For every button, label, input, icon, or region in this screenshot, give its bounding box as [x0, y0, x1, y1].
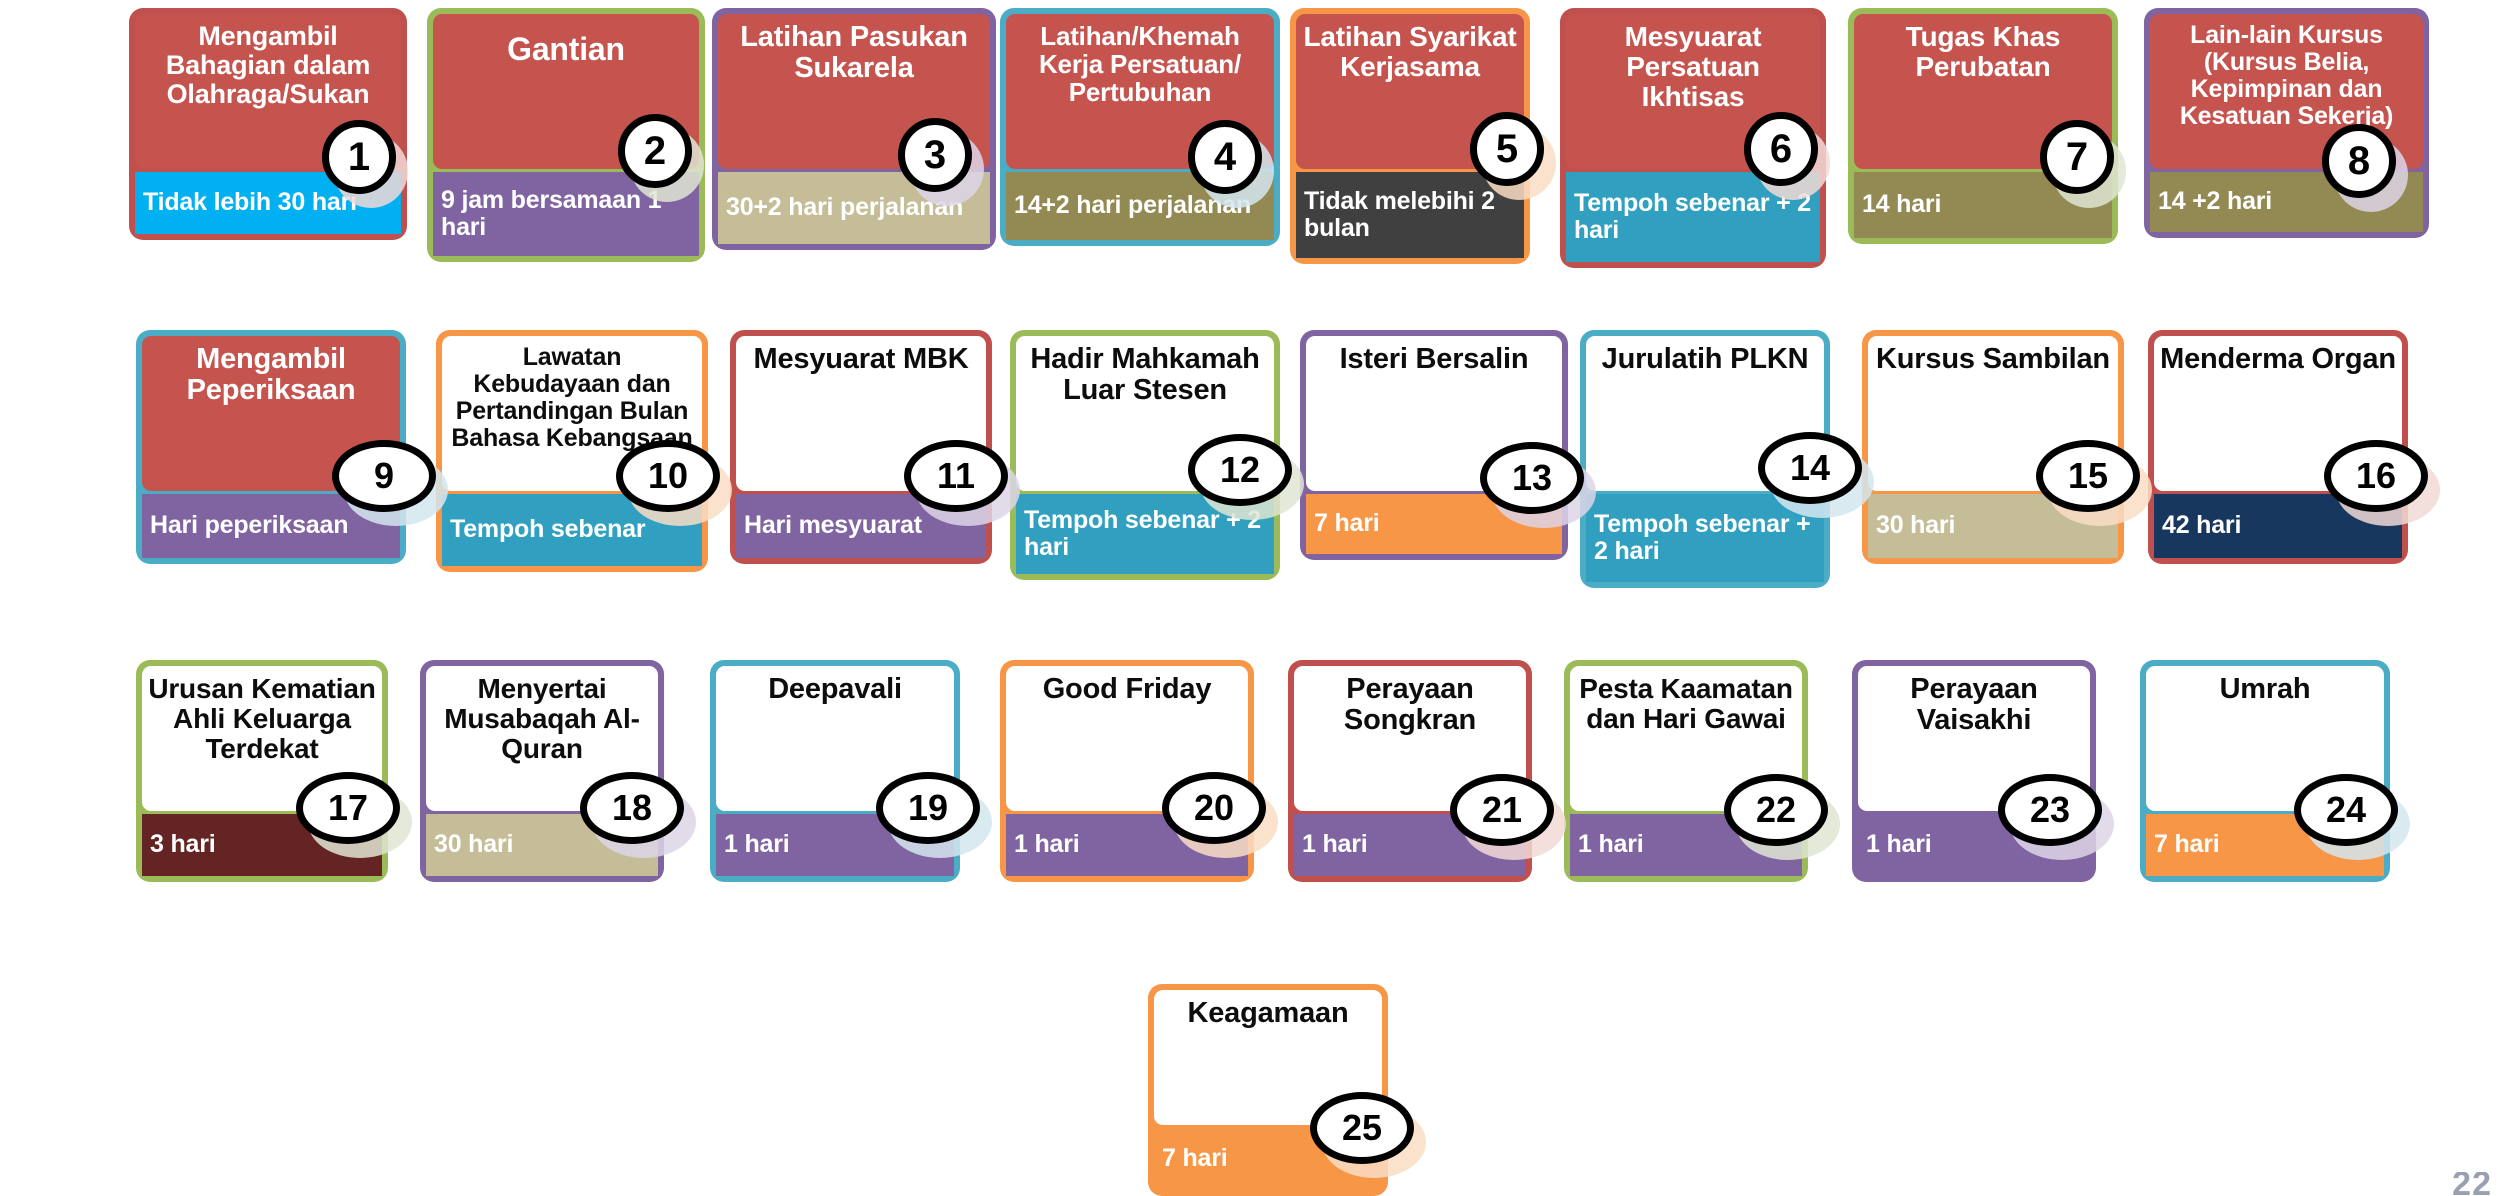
card-number-badge: 20	[1162, 772, 1266, 844]
card-duration-text: 1 hari	[1302, 830, 1368, 859]
card-body: Menyertai Musabaqah Al-Quran	[426, 666, 658, 811]
card-duration-text: 14 hari	[1862, 190, 1942, 219]
card-number-badge: 18	[580, 772, 684, 844]
card-number-badge: 4	[1188, 120, 1262, 194]
page-number: 22	[2452, 1172, 2492, 1196]
card-body: Keagamaan	[1154, 990, 1382, 1125]
card-title: Mesyuarat MBK	[753, 343, 969, 375]
card-duration-text: 14 +2 hari	[2158, 187, 2273, 216]
card-duration-text: Tempoh sebenar	[450, 515, 646, 544]
card-duration-text: 30 hari	[434, 830, 514, 859]
card-title: Menyertai Musabaqah Al-Quran	[444, 673, 640, 765]
card-number-badge: 12	[1188, 434, 1292, 506]
card-number-badge: 11	[904, 440, 1008, 512]
card-number-badge: 25	[1310, 1092, 1414, 1164]
card-title: Good Friday	[1042, 673, 1212, 705]
card-number-badge: 13	[1480, 442, 1584, 514]
card-number-badge: 7	[2040, 120, 2114, 194]
card-duration-bar: Tempoh sebenar + 2 hari	[1016, 494, 1274, 574]
leave-type-card[interactable]: Lain-lain Kursus (Kursus Belia, Kepimpin…	[2144, 8, 2429, 238]
card-body: Deepavali	[716, 666, 954, 811]
card-number-badge: 2	[618, 114, 692, 188]
card-body: Latihan Pasukan Sukarela	[718, 14, 990, 169]
card-number-badge: 16	[2324, 440, 2428, 512]
card-title: Hadir Mahkamah Luar Stesen	[1030, 343, 1260, 407]
card-number-badge: 9	[332, 440, 436, 512]
card-title: Mengambil Bahagian dalam Olahraga/Sukan	[165, 21, 371, 110]
card-duration-text: 9 jam bersamaan 1 hari	[441, 185, 662, 241]
card-title: Latihan/Khemah Kerja Persatuan/ Pertubuh…	[1038, 21, 1241, 108]
card-number-badge: 24	[2294, 774, 2398, 846]
card-title: Kursus Sambilan	[1876, 343, 2110, 375]
leave-type-card[interactable]: Deepavali 1 hari	[710, 660, 960, 882]
card-number-badge: 10	[616, 440, 720, 512]
card-duration-text: 7 hari	[2154, 830, 2220, 859]
card-number-badge: 23	[1998, 774, 2102, 846]
card-title: Latihan Pasukan Sukarela	[740, 21, 968, 85]
card-title: Urusan Kematian Ahli Keluarga Terdekat	[148, 673, 376, 765]
card-number-badge: 5	[1470, 112, 1544, 186]
card-number-badge: 21	[1450, 774, 1554, 846]
card-duration-bar: 9 jam bersamaan 1 hari	[433, 172, 699, 256]
card-title: Menderma Organ	[2160, 343, 2396, 375]
card-body: Isteri Bersalin	[1306, 336, 1562, 491]
card-title: Deepavali	[768, 673, 902, 705]
card-number-badge: 8	[2322, 124, 2396, 198]
card-number-badge: 17	[296, 772, 400, 844]
card-duration-bar: Tidak melebihi 2 bulan	[1296, 172, 1524, 258]
card-title: Lain-lain Kursus (Kursus Belia, Kepimpin…	[2179, 21, 2394, 130]
card-title: Perayaan Songkran	[1343, 673, 1477, 737]
card-duration-text: 7 hari	[1162, 1144, 1228, 1173]
card-body: Urusan Kematian Ahli Keluarga Terdekat	[142, 666, 382, 811]
card-duration-text: Hari peperiksaan	[150, 511, 349, 540]
card-duration-bar: Tempoh sebenar	[442, 494, 702, 566]
card-title: Tugas Khas Perubatan	[1905, 21, 2061, 83]
card-title: Jurulatih PLKN	[1601, 343, 1809, 375]
card-title: Mesyuarat Persatuan Ikhtisas	[1624, 21, 1762, 113]
card-duration-text: 7 hari	[1314, 509, 1380, 538]
card-title: Umrah	[2219, 673, 2311, 705]
card-title: Lawatan Kebudayaan dan Pertandingan Bula…	[451, 343, 693, 452]
card-title: Perayaan Vaisakhi	[1910, 673, 2038, 737]
card-duration-text: 1 hari	[1578, 830, 1644, 859]
card-duration-bar: Tempoh sebenar + 2 hari	[1566, 172, 1820, 262]
card-duration-text: Tidak lebih 30 hari	[143, 188, 357, 217]
card-duration-text: 1 hari	[724, 830, 790, 859]
card-duration-text: 1 hari	[1866, 830, 1932, 859]
card-title: Pesta Kaamatan dan Hari Gawai	[1579, 673, 1793, 735]
card-number-badge: 14	[1758, 432, 1862, 504]
card-duration-text: Hari mesyuarat	[744, 511, 922, 540]
card-duration-text: 3 hari	[150, 830, 216, 859]
card-title: Isteri Bersalin	[1339, 343, 1529, 375]
leave-type-card[interactable]: Keagamaan 7 hari	[1148, 984, 1388, 1196]
card-duration-text: Tempoh sebenar + 2 hari	[1594, 509, 1811, 565]
card-duration-text: 42 hari	[2162, 511, 2242, 540]
card-number-badge: 15	[2036, 440, 2140, 512]
leave-type-card[interactable]: Mesyuarat MBK Hari mesyuarat	[730, 330, 992, 564]
card-duration-text: 1 hari	[1014, 830, 1080, 859]
card-duration-bar: Tempoh sebenar + 2 hari	[1586, 494, 1824, 582]
card-number-badge: 22	[1724, 774, 1828, 846]
card-duration-text: Tidak melebihi 2 bulan	[1304, 186, 1495, 242]
card-title: Mengambil Peperiksaan	[186, 343, 356, 407]
card-number-badge: 3	[898, 118, 972, 192]
card-title: Keagamaan	[1187, 997, 1349, 1029]
card-title: Gantian	[507, 31, 625, 67]
card-duration-text: 30 hari	[1876, 511, 1956, 540]
card-number-badge: 6	[1744, 112, 1818, 186]
card-body: Perayaan Songkran	[1294, 666, 1526, 811]
card-duration-text: Tempoh sebenar + 2 hari	[1574, 188, 1811, 244]
card-title: Latihan Syarikat Kerjasama	[1303, 21, 1517, 83]
card-number-badge: 1	[322, 120, 396, 194]
card-number-badge: 19	[876, 772, 980, 844]
